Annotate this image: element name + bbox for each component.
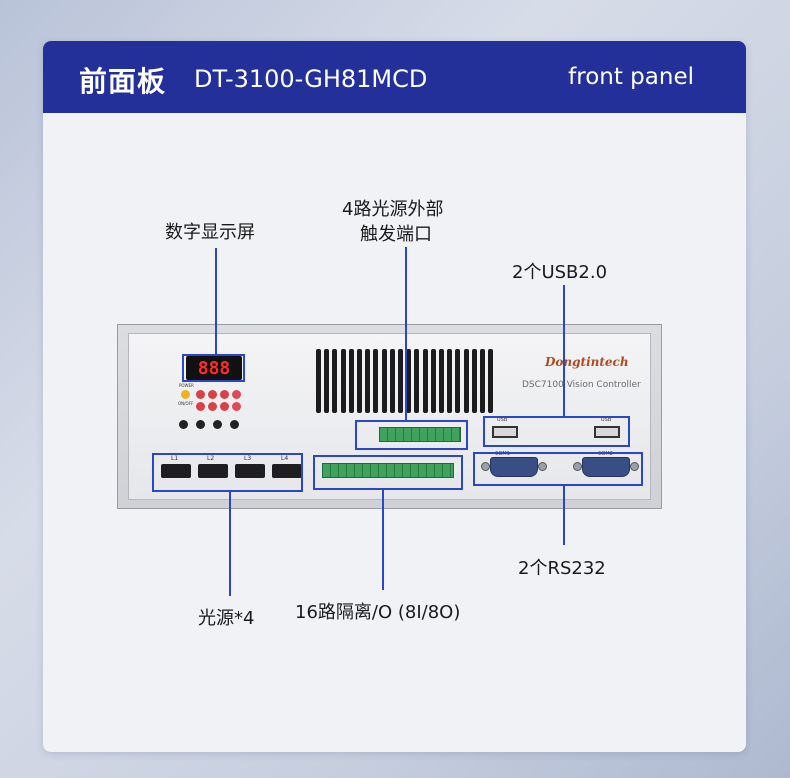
seven-segment-display: 888 [186, 356, 242, 380]
vent-slot [365, 349, 371, 413]
led-icon [220, 390, 229, 399]
led-icon [196, 402, 205, 411]
light-label-4: L4 [281, 455, 289, 462]
button-icon [196, 420, 205, 429]
vent-slot [332, 349, 338, 413]
io-terminal-icon [322, 463, 454, 478]
led-icon [208, 390, 217, 399]
highlight-display [182, 354, 245, 382]
button-icon [213, 420, 222, 429]
vent-slot [398, 349, 403, 413]
vent-slot [414, 349, 420, 413]
page-title: 前面板 [79, 65, 167, 98]
page-subtitle: front panel [568, 64, 694, 90]
light-label-3: L3 [244, 455, 252, 462]
highlight-rs232 [473, 452, 643, 486]
connector-rs232 [563, 486, 565, 545]
light-label-1: L1 [171, 455, 179, 462]
trigger-terminal-icon [379, 427, 461, 442]
display-digits: 888 [197, 357, 231, 379]
screw-icon [538, 462, 547, 471]
screw-icon [573, 462, 582, 471]
brand-logo: Dongtintech [545, 355, 629, 369]
highlight-light-source [152, 453, 303, 492]
vent-slot [447, 349, 453, 413]
callout-trigger-line1: 4路光源外部 [342, 199, 444, 220]
vent-slot [463, 349, 469, 413]
light-port-icon [161, 464, 191, 478]
led-icon [232, 390, 241, 399]
header-bar: 前面板 DT-3100-GH81MCD front panel [43, 41, 746, 113]
model-name: DT-3100-GH81MCD [194, 65, 428, 93]
button-icon [230, 420, 239, 429]
callout-display: 数字显示屏 [165, 222, 255, 243]
vent-slot [357, 349, 362, 413]
button-icon [179, 420, 188, 429]
vent-slot [389, 349, 395, 413]
vent-slot [430, 349, 436, 413]
usb-label-1: USB [497, 417, 508, 423]
usb-label-2: USB [601, 417, 612, 423]
highlight-io [313, 455, 463, 490]
callout-light-source: 光源*4 [198, 608, 255, 629]
connector-io [382, 490, 384, 590]
screw-icon [481, 462, 490, 471]
vent-slot [455, 349, 461, 413]
led-icon [196, 390, 205, 399]
screw-icon [630, 462, 639, 471]
power-led-icon [181, 390, 190, 399]
highlight-trigger [355, 420, 468, 450]
vent-slot [316, 349, 321, 413]
vent-slot [348, 349, 354, 413]
vent-slot [422, 349, 428, 413]
callout-usb: 2个USB2.0 [512, 262, 608, 283]
com-label-1: COM1 [495, 451, 510, 457]
vent-slot [381, 349, 387, 413]
light-port-icon [272, 464, 302, 478]
vent-slot [406, 349, 412, 413]
vent-slot [324, 349, 330, 413]
power-label: POWER [179, 383, 194, 388]
led-icon [208, 402, 217, 411]
connector-display [215, 248, 217, 354]
connector-usb [563, 285, 565, 416]
connector-trigger [405, 247, 407, 420]
connector-light-source [229, 492, 231, 596]
vent-slot [373, 349, 379, 413]
light-port-icon [235, 464, 265, 478]
rs232-port-icon [582, 457, 630, 477]
led-icon [220, 402, 229, 411]
callout-io: 16路隔离/O (8I/8O) [295, 602, 461, 623]
device-model-label: DSC7100 Vision Controller [522, 380, 641, 390]
onoff-label: ON/OFF [178, 401, 194, 406]
led-icon [232, 402, 241, 411]
light-label-2: L2 [207, 455, 215, 462]
highlight-usb [483, 416, 630, 447]
light-port-icon [198, 464, 228, 478]
usb-port-icon [594, 426, 620, 438]
rs232-port-icon [490, 457, 538, 477]
vent-slot [480, 349, 485, 413]
vent-slot [439, 349, 444, 413]
callout-rs232: 2个RS232 [518, 558, 606, 579]
com-label-2: COM2 [598, 451, 613, 457]
vent-slot [488, 349, 494, 413]
callout-trigger-line2: 触发端口 [360, 224, 432, 245]
usb-port-icon [492, 426, 518, 438]
vent-slot [340, 349, 346, 413]
vent-slot [471, 349, 477, 413]
